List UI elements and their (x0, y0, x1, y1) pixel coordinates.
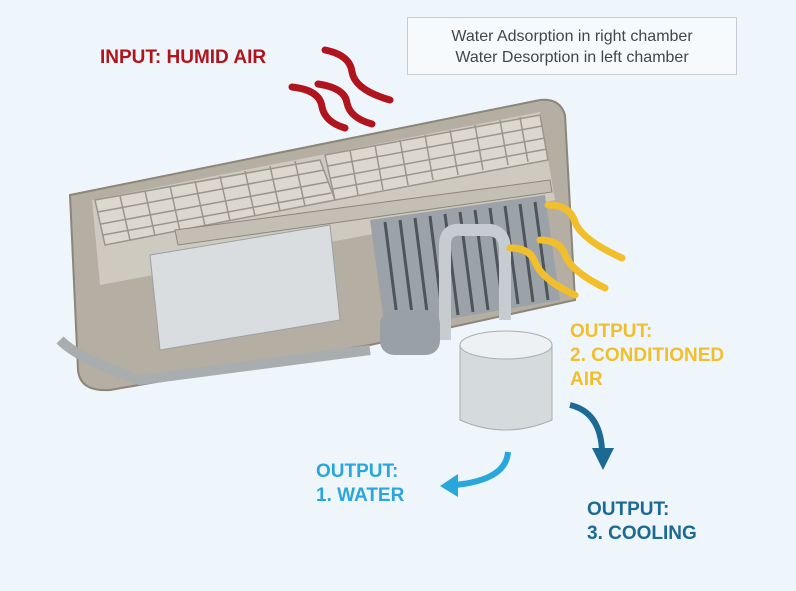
output-cooling-label: OUTPUT: 3. COOLING (587, 498, 697, 546)
pump (380, 310, 440, 355)
output-air-line-1: OUTPUT: (570, 321, 653, 342)
right-grill (324, 114, 549, 201)
water-collector (459, 330, 553, 431)
water-arrow-icon (440, 451, 511, 497)
chamber-info-box: Water Adsorption in right chamber Water … (407, 17, 737, 75)
note-line-1: Water Adsorption in right chamber (451, 28, 693, 45)
output-water-line-2: 1. WATER (316, 485, 405, 506)
conditioned-air-wave-icon (506, 201, 626, 299)
pipe (56, 336, 371, 386)
cooling-arrow-icon (569, 402, 614, 470)
output-water-line-1: OUTPUT: (316, 461, 399, 482)
input-humid-air-label: INPUT: HUMID AIR (100, 47, 267, 68)
output-conditioned-air-label: OUTPUT: 2. CONDITIONED AIR (570, 320, 724, 392)
right-chamber-fins (370, 195, 560, 330)
note-line-2: Water Desorption in left chamber (455, 49, 689, 66)
humid-air-wave-icon (288, 46, 394, 132)
output-water-label: OUTPUT: 1. WATER (316, 460, 404, 508)
output-air-line-2: 2. CONDITIONED (570, 345, 725, 366)
left-chamber (149, 224, 341, 351)
louver-bar (174, 179, 553, 246)
output-cooling-line-1: OUTPUT: (587, 499, 670, 520)
vertical-pipe (439, 223, 511, 340)
output-cooling-line-2: 3. COOLING (587, 523, 697, 544)
output-air-line-3: AIR (570, 369, 603, 390)
